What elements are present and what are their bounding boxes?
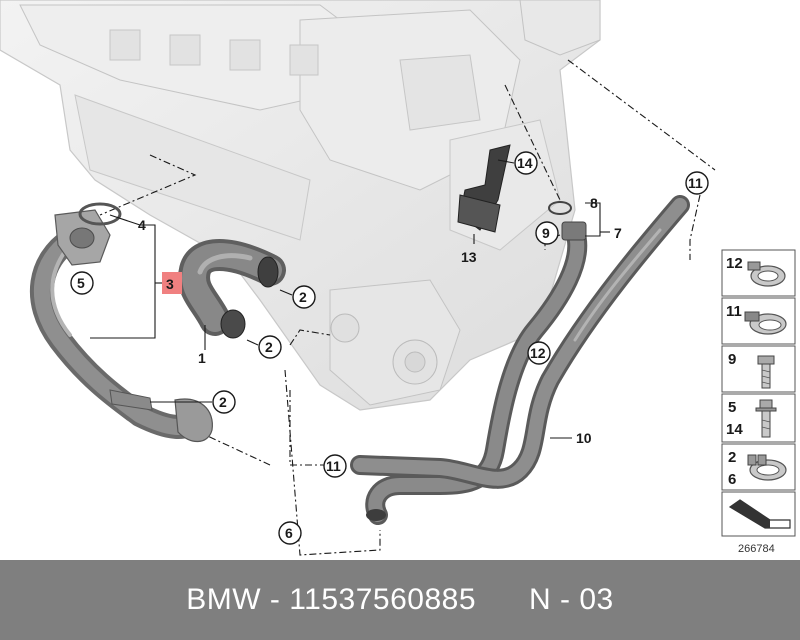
callout-11b: 11 [326, 458, 341, 474]
flange-bolt-icon [755, 399, 777, 438]
leader-lines [90, 159, 610, 439]
diagram-number: 266784 [738, 543, 775, 555]
footer-part-text: BMW - 11537560885 N - 03 [186, 583, 614, 616]
callout-circle-12 [527, 341, 551, 365]
hex-bolt-icon [757, 355, 775, 389]
coolant-pipe-part-3 [29, 209, 213, 443]
legend-label-4b: 14 [726, 421, 743, 438]
callout-2a: 2 [299, 289, 307, 305]
o-ring-part-8 [548, 201, 572, 215]
sensor-bracket-part-13 [457, 144, 511, 233]
nav-arrow-icon [728, 499, 791, 529]
callout-circle-11a [685, 171, 709, 195]
legend-label-4a: 5 [728, 399, 736, 416]
callout-2b: 2 [265, 339, 273, 355]
gasket-ring-part-4 [78, 202, 122, 226]
callout-circle-5 [70, 271, 94, 295]
engine-block-illustration [0, 0, 601, 411]
callout-circle-9 [535, 221, 559, 245]
coolant-hose-part-10 [350, 195, 690, 525]
footer-bar: BMW - 11537560885 N - 03 [0, 560, 800, 640]
callout-circle-14 [514, 151, 538, 175]
parts-legend: 12 11 9 5 14 2 6 [721, 249, 796, 555]
spring-clamp-icon [747, 454, 787, 481]
legend-label-5a: 2 [728, 449, 736, 466]
legend-label-2: 11 [726, 303, 742, 320]
legend-cell-3 [721, 345, 796, 393]
callout-7: 7 [614, 225, 622, 241]
callout-labels: 1 2 2 2 3 4 5 6 7 8 9 10 11 11 12 13 14 [70, 151, 709, 545]
legend-label-1: 12 [726, 255, 743, 272]
callout-circle-6 [278, 521, 302, 545]
callout-circle-11b [323, 454, 347, 478]
reference-lines [99, 59, 716, 556]
callout-3-highlight [162, 272, 182, 294]
callout-6: 6 [285, 525, 293, 541]
callout-9: 9 [542, 225, 550, 241]
worm-clamp-icon [744, 311, 787, 335]
callout-circle-2c [212, 390, 236, 414]
callout-2c: 2 [219, 394, 227, 410]
callout-circle-2b [258, 335, 282, 359]
callout-5: 5 [77, 275, 85, 291]
hose-clamp-icon [747, 261, 786, 287]
callout-11a: 11 [688, 175, 703, 191]
callout-13: 13 [461, 249, 477, 265]
legend-label-3: 9 [728, 351, 736, 368]
callout-circle-2a [292, 285, 316, 309]
diagram-canvas: 1 2 2 2 3 4 5 6 7 8 9 10 11 11 12 13 14 [0, 0, 796, 556]
callout-1: 1 [198, 350, 206, 366]
parts-diagram: 1 2 2 2 3 4 5 6 7 8 9 10 11 11 12 13 14 [0, 0, 796, 556]
callout-12: 12 [530, 345, 546, 361]
legend-label-5b: 6 [728, 471, 736, 488]
callout-10: 10 [576, 430, 592, 446]
legend-cell-4 [721, 393, 796, 443]
callout-4: 4 [138, 217, 146, 233]
callout-8: 8 [590, 195, 598, 211]
callout-3: 3 [166, 276, 174, 292]
coolant-hose-part-1 [178, 239, 286, 339]
callout-14: 14 [517, 155, 533, 171]
